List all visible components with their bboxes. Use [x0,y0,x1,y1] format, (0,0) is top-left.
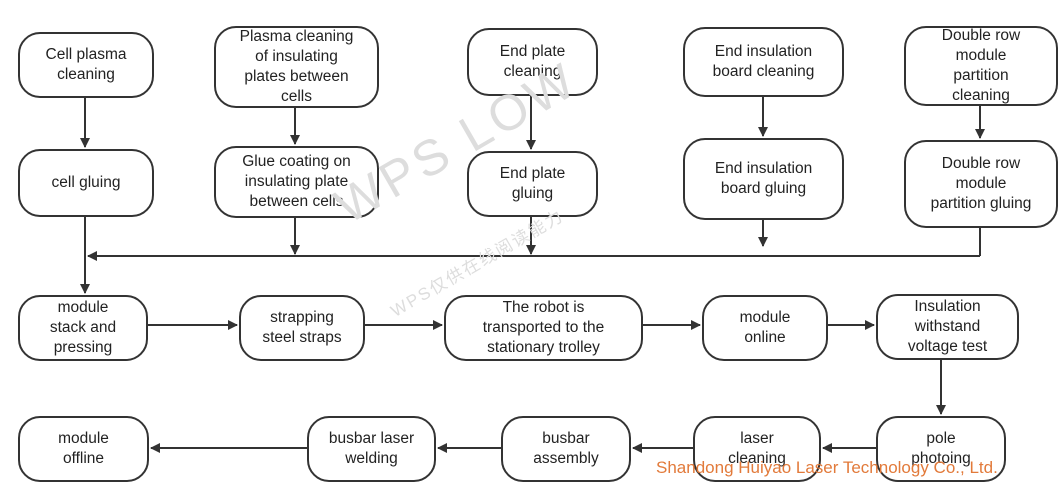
node-module-online: module online [702,295,828,361]
node-busbar-assembly: busbar assembly [501,416,631,482]
node-end-insulation-board-cleaning: End insulation board cleaning [683,27,844,97]
node-end-insulation-board-gluing: End insulation board gluing [683,138,844,220]
node-cell-plasma-cleaning: Cell plasma cleaning [18,32,154,98]
node-double-row-partition-gluing: Double row module partition gluing [904,140,1058,228]
node-end-plate-gluing: End plate gluing [467,151,598,217]
node-module-offline: module offline [18,416,149,482]
node-busbar-laser-welding: busbar laser welding [307,416,436,482]
node-end-plate-cleaning: End plate cleaning [467,28,598,96]
node-insulation-withstand-test: Insulation withstand voltage test [876,294,1019,360]
company-credit: Shandong Huiyao Laser Technology Co., Lt… [656,458,998,477]
node-double-row-partition-cleaning: Double row module partition cleaning [904,26,1058,106]
node-cell-gluing: cell gluing [18,149,154,217]
node-laser-cleaning: laser cleaning [693,416,821,482]
node-pole-photoing: pole photoing [876,416,1006,482]
node-robot-transport: The robot is transported to the stationa… [444,295,643,361]
node-plate-plasma-cleaning: Plasma cleaning of insulating plates bet… [214,26,379,108]
node-module-stack-pressing: module stack and pressing [18,295,148,361]
node-strapping-steel-straps: strapping steel straps [239,295,365,361]
node-glue-coating-insulating-plate: Glue coating on insulating plate between… [214,146,379,218]
